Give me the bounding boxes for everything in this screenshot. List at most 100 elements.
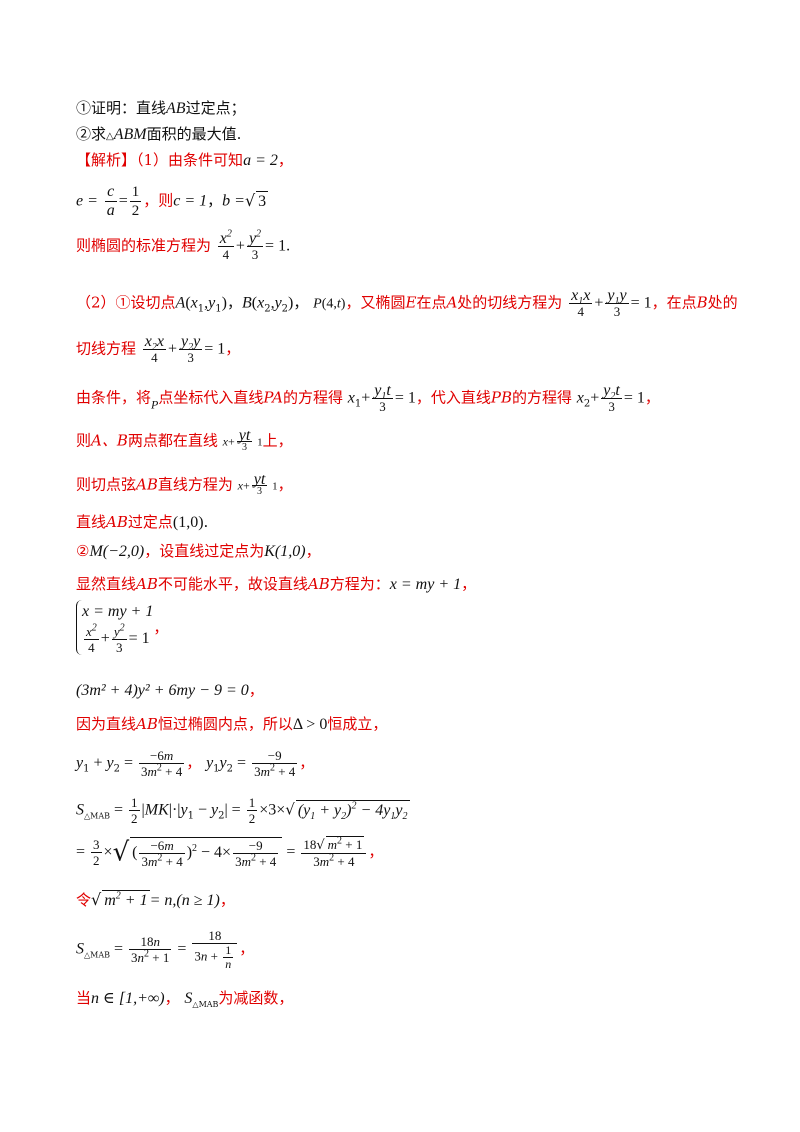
both-text: 则 [76,431,92,450]
solution-header: 【解析】（1）由条件可知a = 2， [76,150,293,171]
inside-tail: 恒成立， [327,715,388,733]
delta-condition: Δ > 0 [292,716,328,733]
horiz-ab-2: AB [307,575,330,593]
condition-text: 由条件，将 [76,388,152,407]
point-a: A [446,293,458,312]
a-value: a = 2 [243,152,278,169]
system-eq-1: x = my + 1 [82,603,154,620]
chord-ab: AB [136,475,158,494]
triangle-symbol: △ [106,131,114,142]
line-ab-equation: 显然直线AB不可能水平，故设直线AB方程为：x = my + 1， [76,575,477,593]
horiz-mid: 不可能水平，故设直线 [157,575,308,593]
var-ab: AB [166,100,186,117]
at-b: ，在点 [651,293,697,312]
question-1-text: ①证明：直线 [76,99,167,117]
point-b: B [696,293,708,312]
quadratic-equation: (3m² + 4)y² + 6my − 9 = 0 [76,682,249,699]
part-2-line: （2）①设切点A(x1,y1)，B(x2,y2)， P(4,t)，又椭圆E在点A… [76,287,738,320]
substitution-line: 令√m2 + 1= n,(n ≥ 1)， [76,890,235,909]
tangent-equation-text: 处的切线方程为 [457,293,563,312]
k-text: ，设直线过定点为 [144,542,265,560]
both-tail: 两点都在直线 [127,431,218,450]
fixed-point: (1,0) [172,514,204,531]
inside-text: 因为直线 [76,715,137,733]
e-equals: e = [76,192,98,210]
fixed-text: 直线 [76,513,107,531]
comma: ， [277,151,293,169]
points-a-b: A、B [91,431,128,450]
point-m-line: ②M(−2,0)，设直线过定点为K(1,0)， [76,542,321,560]
ellipse-e: E [405,293,417,312]
substitution-value: = n,(n ≥ 1) [149,892,220,909]
sub-pa-tail: 的方程得 [282,388,343,407]
sub-pa: 点坐标代入直线 [158,388,264,407]
var-abm: ABM [113,126,147,143]
part-2-intro: （2）①设切点 [76,293,176,312]
tangent-line-text: 切线方程 [76,339,137,358]
question-2-tail: 面积的最大值. [146,125,242,143]
let-text: 令 [76,891,92,909]
horiz-ab: AB [136,575,158,593]
point-p: P [151,397,159,412]
line-equation: x = my + 1 [389,576,462,593]
chord-text: 则切点弦 [76,475,137,494]
line-pb: PB [490,388,512,407]
fixed-ab: AB [106,513,128,531]
when-text: 当 [76,989,92,1007]
inside-point-line: 因为直线AB恒过椭圆内点，所以Δ > 0恒成立， [76,714,387,735]
chord-tail: 直线方程为 [157,475,233,494]
standard-equation-text: 则椭圆的标准方程为 [76,236,212,255]
question-1: ①证明：直线AB过定点； [76,98,246,119]
sub-pb-tail: 的方程得 [511,388,572,407]
c-value: c = 1 [173,192,208,210]
inside-ab: AB [136,715,158,733]
at-tail: 处的 [707,293,738,312]
inside-mid: 恒过椭圆内点，所以 [157,715,293,733]
line-pa: PA [263,388,283,407]
sub-pb: ，代入直线 [415,388,491,407]
tangent-text: ，又椭圆 [345,293,406,312]
on-text: 上， [262,431,293,450]
solution-part-1: （1）由条件可知 [136,151,244,169]
quadratic-line: (3m² + 4)y² + 6my − 9 = 0， [76,681,264,699]
solution-tag: 【解析】 [76,151,137,169]
when-tail: 为减函数， [218,989,294,1007]
question-2-text: ②求 [76,125,107,143]
fixed-tail: 过定点 [127,513,173,531]
horiz-tail: 方程为： [329,575,390,593]
at-point: 在点 [416,293,447,312]
point-k: K(1,0) [264,543,306,560]
monotonic-line: 当n ∈ [1,+∞)， S△MAB为减函数， [76,989,294,1009]
question-1-tail: 过定点； [185,99,246,117]
fixed-point-line: 直线AB过定点(1,0). [76,513,209,531]
b-value: b = [222,192,245,210]
point-m: M(−2,0) [89,543,145,560]
horiz-text: 显然直线 [76,575,137,593]
